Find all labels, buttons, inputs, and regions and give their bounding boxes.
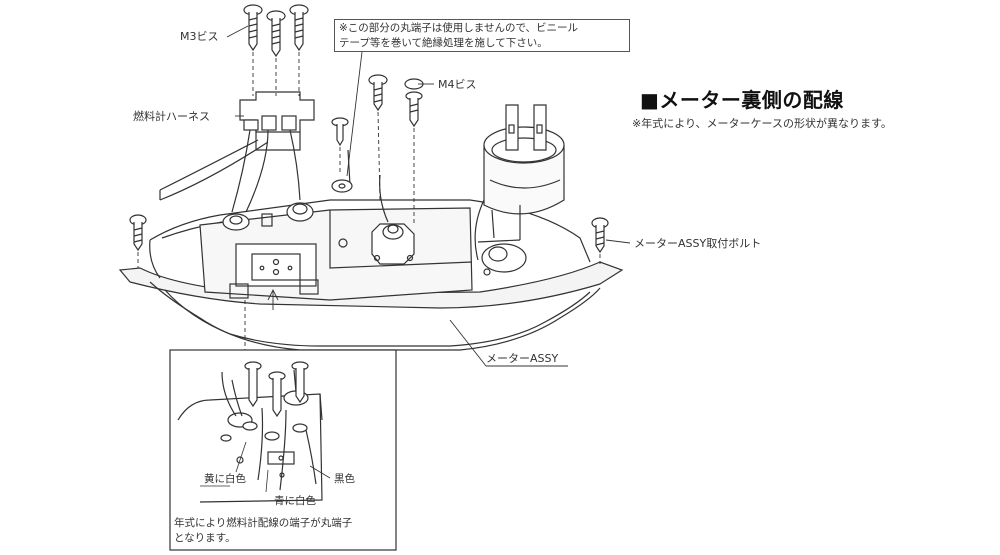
note-line-1: ※この部分の丸端子は使用しませんので、ビニール (339, 22, 579, 34)
m3-screw-1 (243, 4, 263, 52)
fuel-gauge-terminal-right (286, 202, 314, 222)
m3-screw-2 (266, 10, 286, 58)
illumination-socket (371, 223, 415, 265)
meter-assy-label: メーターASSY (486, 352, 558, 365)
fuel-harness-label: 燃料計ハーネス (133, 109, 210, 123)
yellow-white-wire-label: 黄に白色 (204, 472, 246, 485)
wire-cylinder (474, 199, 485, 261)
plate-boss (261, 213, 273, 227)
m3-screw-3 (289, 4, 309, 52)
mount-bolt-left (129, 214, 147, 252)
fuel-gauge-terminal-left (222, 213, 250, 231)
insulation-note: ※この部分の丸端子は使用しませんので、ビニール テープ等を巻いて絶縁処理を施して… (334, 19, 630, 52)
m4-screw-2 (404, 78, 424, 128)
inset-caption: 年式により燃料計配線の端子が丸端子 となります。 (174, 516, 355, 546)
alignment-lines (137, 52, 601, 350)
speedometer-socket (477, 239, 527, 276)
m4-screw-label: M4ビス (438, 78, 477, 91)
blue-white-wire-label: 青に白色 (274, 494, 316, 507)
m3-screw-label: M3ビス (180, 30, 219, 43)
page-title: ■メーター裏側の配線 (640, 88, 844, 112)
m4-screw-1 (368, 74, 388, 112)
mount-bolt-right (591, 217, 609, 254)
inset-caption-line-2: となります。 (174, 532, 236, 544)
fuel-gauge-harness-connector (239, 91, 315, 151)
leader-lines (226, 25, 631, 367)
mount-bolt-label: メーターASSY取付ボルト (634, 237, 761, 250)
note-line-2: テープ等を巻いて絶縁処理を施して下さい。 (339, 37, 548, 49)
harness-wires (159, 129, 389, 223)
cylinder-connector (483, 104, 565, 240)
page-subtitle: ※年式により、メーターケースの形状が異なります。 (632, 117, 892, 130)
small-screw (331, 117, 349, 147)
unused-ring-terminal (331, 179, 353, 193)
black-wire-label: 黒色 (334, 472, 355, 485)
inset-caption-line-1: 年式により燃料計配線の端子が丸端子 (174, 517, 353, 529)
unused-ring-post (338, 238, 348, 248)
